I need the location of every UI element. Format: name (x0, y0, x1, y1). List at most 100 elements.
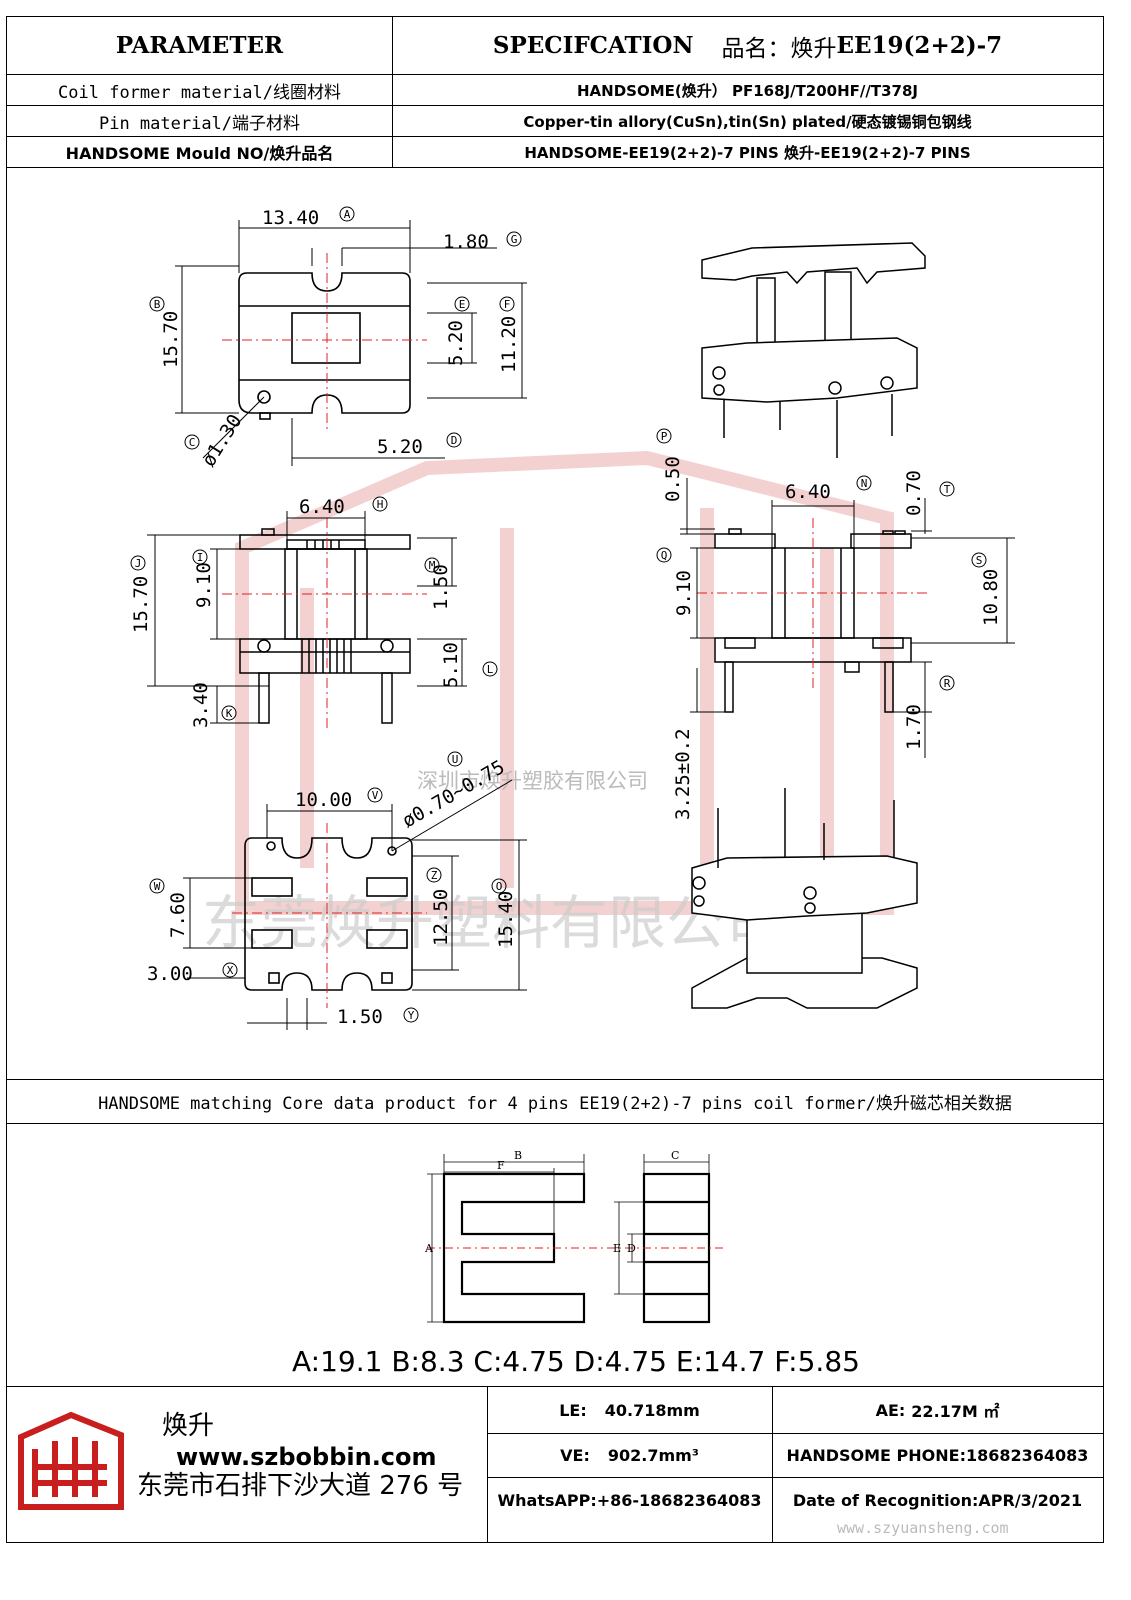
core-dimlines (427, 1154, 710, 1323)
dimension-letter: O (496, 880, 503, 893)
dimension-letter: R (944, 677, 951, 690)
footer-cell-le: LE: 40.718mm (487, 1387, 772, 1434)
header-divider (392, 17, 393, 168)
product-name-prefix: 品名：焕升 (721, 35, 837, 62)
dim-V: 10.00 (295, 789, 352, 811)
bottom-view-dimlines (183, 779, 527, 1030)
footer-brand-block: 焕升 www.szbobbin.com 东莞市石排下沙大道 276 号 (7, 1387, 487, 1542)
dimension-letter-markers (130, 206, 987, 1023)
param-label: Coil former material/线圈材料 (58, 82, 341, 103)
top-view-centerlines (222, 253, 427, 433)
dimension-letter: S (976, 554, 983, 567)
dim-O: 15.40 (495, 891, 517, 948)
dim-Q: 9.10 (673, 570, 695, 616)
specification-label: SPECIFCATION (492, 32, 694, 59)
core-title-row: HANDSOME matching Core data product for … (7, 1079, 1103, 1124)
dimension-letter: B (154, 298, 161, 311)
param-label: HANDSOME Mould NO/焕升品名 (65, 144, 334, 163)
parameter-heading: PARAMETER (115, 32, 284, 59)
specification-heading: SPECIFCATION 品名：焕升 EE19(2+2)-7 (392, 17, 1103, 74)
dim-B: 15.70 (160, 311, 182, 368)
dimension-letter: L (487, 663, 494, 676)
bottom-view (244, 837, 413, 991)
top-view (238, 272, 411, 420)
le-label: LE: (559, 1400, 587, 1420)
dimension-letter: T (944, 483, 951, 496)
header-row: PARAMETER SPECIFCATION 品名：焕升 EE19(2+2)-7 (7, 17, 1103, 75)
footer-cell-ae: AE: 22.17M ㎡ (772, 1387, 1103, 1434)
dimension-letter: D (451, 434, 458, 447)
e-core-front (442, 1172, 586, 1324)
dim-T: 0.70 (903, 470, 925, 516)
core-label-F: F (497, 1159, 505, 1172)
dimension-letter: A (344, 208, 351, 221)
le-value: 40.718mm (604, 1400, 700, 1420)
footer-divider-1 (487, 1387, 488, 1543)
isometric-view-bottom (691, 788, 918, 1009)
watermark-logo (235, 450, 894, 915)
watermark-large-text: 东莞焕升塑料有限公司 (202, 889, 782, 957)
footer-row: 焕升 www.szbobbin.com 东莞市石排下沙大道 276 号 LE: … (7, 1386, 1103, 1543)
dim-N: 6.40 (785, 481, 831, 503)
core-label-D: D (627, 1242, 636, 1255)
dim-M: 1.50 (430, 564, 452, 610)
dimension-letter: P (661, 430, 668, 443)
footer-cell-phone: HANDSOME PHONE:18682364083 (772, 1433, 1103, 1478)
param-row-material: Coil former material/线圈材料 HANDSOME(焕升） P… (7, 75, 1103, 106)
dim-Y: 1.50 (337, 1006, 383, 1028)
dimension-letter: V (372, 789, 379, 802)
dim-F: 11.20 (498, 316, 520, 373)
brand-address: 东莞市石排下沙大道 276 号 (137, 1471, 464, 1501)
product-model: EE19(2+2)-7 (836, 32, 1003, 59)
footer-cell-whatsapp: WhatsAPP:+86-18682364083 (497, 1490, 762, 1510)
brand-website[interactable]: www.szbobbin.com (176, 1443, 437, 1471)
dim-S: 10.80 (980, 569, 1002, 626)
brand-logo-icon (18, 1411, 124, 1510)
dimension-letter: G (511, 233, 518, 246)
spec-sheet: PARAMETER SPECIFCATION 品名：焕升 EE19(2+2)-7… (6, 16, 1104, 1543)
dim-C: ø1.30 (198, 410, 247, 470)
param-label: Pin material/端子材料 (98, 113, 301, 134)
dimension-letter: Y (408, 1009, 415, 1022)
ve-value: 902.7mm³ (607, 1445, 699, 1465)
technical-drawing: 深圳市焕升塑胶有限公司 东莞焕升塑料有限公司 13.40 1.80 15.70 (130, 206, 1015, 1030)
dim-J: 15.70 (130, 576, 152, 633)
core-drawing: B F A C E D A:19.1 B:8.3 C:4.75 D:4.75 E… (292, 1149, 860, 1378)
bottom-view-centerlines (232, 823, 427, 1008)
ae-value: 22.17M ㎡ (911, 1402, 1000, 1421)
core-title: HANDSOME matching Core data product for … (98, 1094, 1012, 1114)
dim-I: 9.10 (193, 562, 215, 608)
dim-X: 3.00 (147, 963, 193, 985)
top-view-dimlines (175, 220, 527, 466)
dimension-letter: H (377, 498, 384, 511)
dimension-letter: M (429, 559, 436, 572)
dimension-letter: X (227, 964, 234, 977)
footer-cell-date: Date of Recognition:APR/3/2021 (792, 1490, 1083, 1510)
core-label-B: B (514, 1149, 522, 1162)
dim-L: 5.10 (440, 642, 462, 688)
dimension-letter: E (459, 298, 466, 311)
footer-watermark-url: www.szyuansheng.com (837, 1519, 1009, 1537)
footer-cell-ve: VE: 902.7mm³ (487, 1433, 772, 1478)
dim-U: ø0.70~0.75 (399, 756, 509, 832)
front-view-centerlines (222, 518, 427, 728)
core-label-A: A (424, 1242, 434, 1255)
dim-K: 3.40 (190, 682, 212, 728)
dim-P: 0.50 (662, 456, 684, 502)
isometric-view-top (701, 242, 926, 458)
ve-label: VE: (560, 1445, 590, 1465)
dim-H: 6.40 (299, 496, 345, 518)
dimension-letter: N (861, 477, 868, 490)
dim-3.25: 3.25±0.2 (672, 728, 694, 820)
dimension-letter: I (197, 551, 204, 564)
dim-R: 1.70 (903, 704, 925, 750)
brand-line: 焕升 www.szbobbin.com (162, 1405, 487, 1472)
dimension-letter: W (154, 880, 161, 893)
param-row-mould: HANDSOME Mould NO/焕升品名 HANDSOME-EE19(2+2… (7, 137, 1103, 168)
watermark-small-text: 深圳市焕升塑胶有限公司 (417, 769, 648, 793)
footer-divider-2 (772, 1387, 773, 1543)
dim-W: 7.60 (167, 892, 189, 938)
dimension-letter: C (189, 436, 196, 449)
param-value: HANDSOME-EE19(2+2)-7 PINS 焕升-EE19(2+2)-7… (524, 143, 971, 162)
side-view-centerlines (697, 518, 927, 688)
